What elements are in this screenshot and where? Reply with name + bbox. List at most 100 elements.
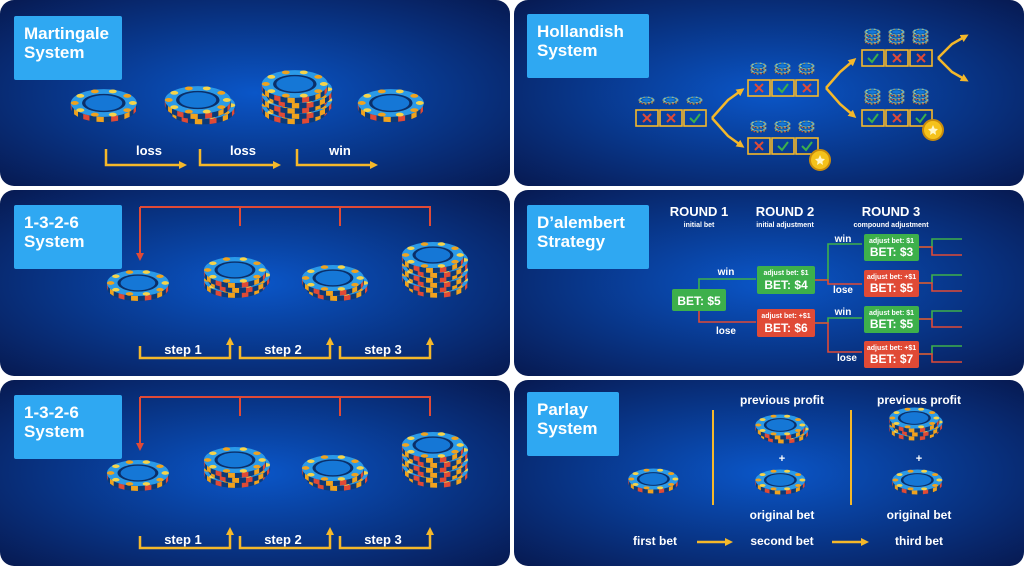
round2-box-1-bet: BET: $4 [764,278,808,292]
chip-original-2 [892,469,943,495]
start-bet-bet: BET: $5 [677,294,721,308]
hollandish-arrow-5 [937,34,969,59]
mini-chip [774,120,791,129]
step-label-1: loss [136,143,162,158]
previous-profit-label-1: previous profit [740,393,824,407]
win-mark-icon [777,83,789,94]
bet-label-3: third bet [895,534,943,548]
step-label-2: loss [230,143,256,158]
step-arrow-1 [138,337,234,360]
chip-stack-3 [261,70,333,125]
win-mark-icon [777,141,789,152]
lose-label-2: lose [833,285,853,296]
plus-label-1: + [779,453,785,465]
panel-martingale [0,0,510,186]
lose-label-1: lose [716,326,736,337]
win-label-2: win [834,234,852,245]
chip-profit-2 [889,407,943,441]
bet-label-2: second bet [750,534,813,548]
round3-box-1-bg [864,234,919,261]
round3-box-2-bet: BET: $5 [870,281,914,295]
chip-original-1 [755,469,806,495]
hollandish-arrow-3 [825,58,857,89]
step-label-2: step 2 [264,342,302,357]
loss-mark-icon [754,83,764,93]
bet-box [885,109,909,127]
martingale-diagram: loss loss win [70,70,424,169]
step-label-3: win [328,143,351,158]
outcome-lose-1 [919,246,962,256]
chip-stack-2 [301,454,369,491]
chip-stack-2 [301,264,369,301]
branch-win-1 [698,278,756,289]
original-bet-label-2: original bet [887,508,952,522]
win-label-3: win [834,307,852,318]
round-label-1: ROUND 1 [670,204,729,219]
bet-box [861,109,885,127]
round-sub-1: initial bet [684,222,715,229]
loss-mark-icon [754,141,764,151]
round-sub-3: compound adjustment [853,222,929,229]
chip-stack-3 [203,256,271,298]
round2-box-2-bg [757,309,815,337]
step-arrow-3 [338,527,434,550]
bet-box [747,79,771,97]
round3-box-4-bg [864,341,919,368]
red-bracket [140,206,431,226]
bet-box [885,49,909,67]
loss-mark-icon [892,53,902,63]
mini-chip [750,62,767,71]
win-mark-icon [867,53,879,64]
mini-chip [912,88,929,97]
round-label-2: ROUND 2 [756,204,815,219]
bet-box [635,109,659,127]
round3-box-1-bet: BET: $3 [870,245,914,259]
mini-chip [686,96,703,105]
step-arrow-3 [338,337,434,360]
martingale-title: Martingale System [14,16,122,80]
bet-box [909,109,933,127]
original-bet-label-1: original bet [750,508,815,522]
round3-box-4-bet: BET: $7 [870,352,914,366]
win-label-1: win [717,267,735,278]
mini-chip [774,62,791,71]
mini-chip [864,88,881,97]
step-arrow-2 [238,527,334,550]
step-arrow-1 [138,527,234,550]
start-bet-bg [672,289,726,311]
chip-stack-3 [203,446,271,488]
mini-chip [750,120,767,129]
start-bet: BET: $5 [672,289,726,311]
chip-profit-1 [755,414,809,444]
step-label-2: step 2 [264,532,302,547]
hollandish-arrow-1 [711,88,745,119]
star-icon [928,125,938,135]
bet-box [795,79,819,97]
chip-stack-6 [401,431,469,488]
mini-chip [638,96,655,105]
round3-box-3-bet: BET: $5 [870,317,914,331]
chip-stack-1 [106,269,169,301]
bet-row [635,96,707,127]
bet-row [747,62,819,97]
round-sub-2: initial adjustment [756,222,814,229]
outcome-lose-3 [919,318,962,328]
bet-row [747,120,819,155]
step-label-3: step 3 [364,342,402,357]
bet-row [861,88,933,127]
mini-chip [888,88,905,97]
step-arrow-1 [104,149,187,169]
round2-box-2-bet: BET: $6 [764,321,808,335]
win-mark-icon [801,141,813,152]
dalembert-diagram: ROUND 1 initial bet ROUND 2 initial adjustm… [670,204,962,368]
win-mark-icon [915,113,927,124]
hollandish-arrow-6 [937,57,969,82]
bet-box [747,137,771,155]
